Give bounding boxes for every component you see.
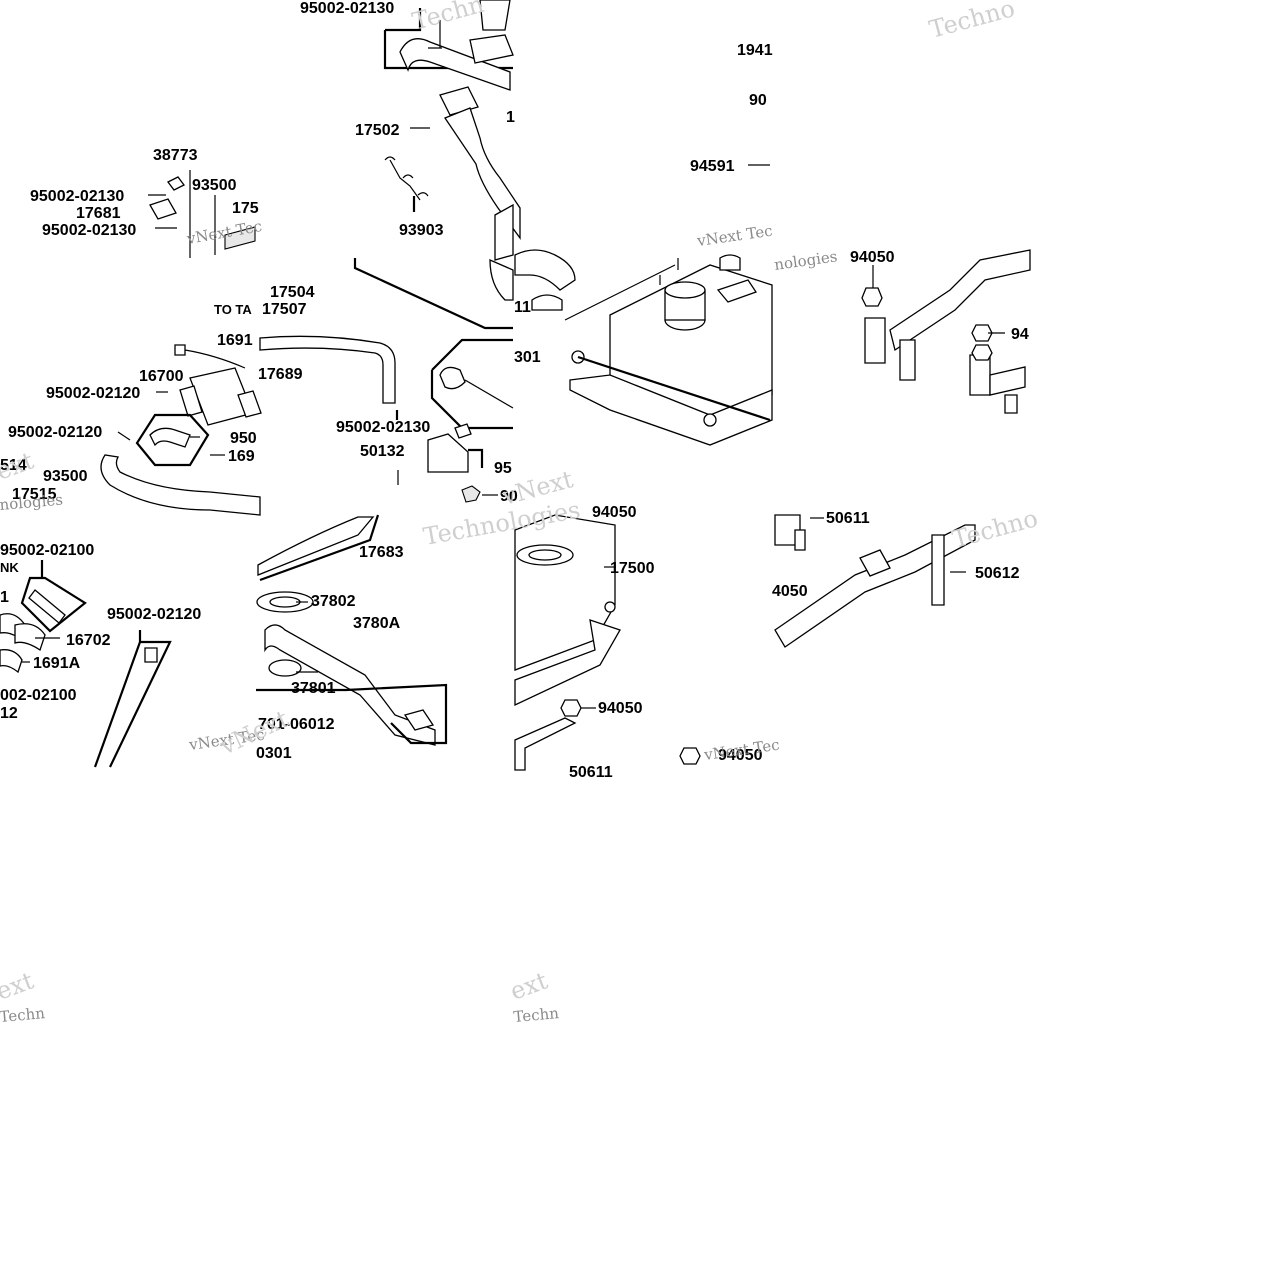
- part-number-label: 175: [232, 200, 259, 217]
- part-number-label: 12: [0, 705, 18, 722]
- part-number-label: 95002-02130: [42, 222, 136, 239]
- watermark-text: nologies: [773, 247, 838, 274]
- watermark-text: Techn: [409, 0, 486, 36]
- part-number-label: 50611: [826, 510, 870, 527]
- watermark-text: ext: [0, 966, 38, 1005]
- part-number-label: 95002-02100: [0, 542, 94, 559]
- watermark-text: Techn: [513, 1004, 560, 1026]
- watermark-text: ext: [0, 446, 38, 485]
- tile-mid-left: [100, 344, 262, 516]
- part-number-label: 1691A: [33, 655, 81, 672]
- watermark-text: Techno: [949, 504, 1040, 554]
- part-number-label: 17502: [355, 122, 400, 139]
- tile-fuel-tank-top: [514, 249, 773, 446]
- part-number-label: 50611: [569, 764, 613, 781]
- tile-bottom-center: [256, 514, 448, 746]
- part-number-label: 17681: [76, 205, 121, 222]
- part-number-label: 11: [514, 299, 531, 316]
- part-number-label: 16702: [66, 632, 111, 649]
- watermark-text: vNext Tec: [185, 217, 264, 248]
- part-number-label: 90: [500, 488, 518, 505]
- tile-mid-center: [259, 258, 514, 503]
- watermark-text: Techn: [0, 1004, 46, 1026]
- tile-top-center: [383, 0, 770, 261]
- part-number-label: 16700: [139, 368, 184, 385]
- part-number-label: 1: [0, 589, 9, 606]
- part-number-label: 301: [514, 349, 541, 366]
- part-number-label: 1941: [737, 42, 773, 59]
- part-number-label: 1: [506, 109, 515, 126]
- watermark-text: nologies: [0, 491, 64, 514]
- part-number-label: 50612: [975, 565, 1020, 582]
- part-number-label: 37802: [311, 593, 356, 610]
- watermark-text: Techno: [926, 0, 1017, 44]
- tile-frame-bottom: [774, 514, 976, 648]
- part-number-label: 95002-02120: [107, 606, 201, 623]
- part-number-label: 1691: [217, 332, 253, 349]
- part-number-label: 93500: [43, 468, 88, 485]
- part-number-label: 17500: [610, 560, 655, 577]
- part-number-label: 17507: [262, 301, 307, 318]
- part-number-label: 94: [1011, 326, 1029, 343]
- part-number-label: 17683: [359, 544, 404, 561]
- part-number-label: 514: [0, 457, 27, 474]
- part-number-label: 94050: [598, 700, 643, 717]
- watermark-text: vNext Tec: [695, 222, 774, 251]
- part-number-label: 95002-02120: [46, 385, 140, 402]
- part-number-label: 4050: [772, 583, 808, 600]
- part-number-label: 94050: [850, 249, 895, 266]
- part-number-label: 93500: [192, 177, 237, 194]
- part-number-label: 94050: [592, 504, 637, 521]
- part-number-label: 95002-02130: [336, 419, 430, 436]
- tile-bottom-left: [0, 560, 172, 768]
- part-number-label: 38773: [153, 147, 198, 164]
- part-number-label: 3780A: [353, 615, 401, 632]
- part-number-label: 90: [749, 92, 767, 109]
- tile-top-left: [148, 170, 256, 258]
- part-number-label: 17515: [12, 486, 57, 503]
- part-number-label: 17504: [270, 284, 315, 301]
- part-number-label: 17689: [258, 366, 303, 383]
- part-number-label: 95002-02130: [30, 188, 124, 205]
- callout-labels: 95002-02130 1941 90 17502 1 94591 38773 …: [0, 0, 1029, 781]
- part-number-label: 95002-02130: [300, 0, 394, 17]
- tile-fuel-tank-bottom: [514, 514, 701, 771]
- part-number-label: 002-02100: [0, 687, 77, 704]
- part-number-label: TO TA: [214, 302, 252, 317]
- part-number-label: 701-06012: [258, 716, 335, 733]
- part-number-label: 0301: [256, 745, 292, 762]
- part-number-label: 94591: [690, 158, 735, 175]
- part-number-label: 169: [228, 448, 255, 465]
- part-number-label: 93903: [399, 222, 444, 239]
- part-number-label: 37801: [291, 680, 336, 697]
- part-number-label: 95: [494, 460, 512, 477]
- part-number-label: NK: [0, 560, 19, 575]
- part-number-label: 950: [230, 430, 257, 447]
- tile-frame-top: [861, 249, 1031, 414]
- part-number-label: 95002-02120: [8, 424, 102, 441]
- part-number-label: 50132: [360, 443, 405, 460]
- part-number-label: 94050: [718, 747, 763, 764]
- watermark-text: ext: [506, 966, 551, 1005]
